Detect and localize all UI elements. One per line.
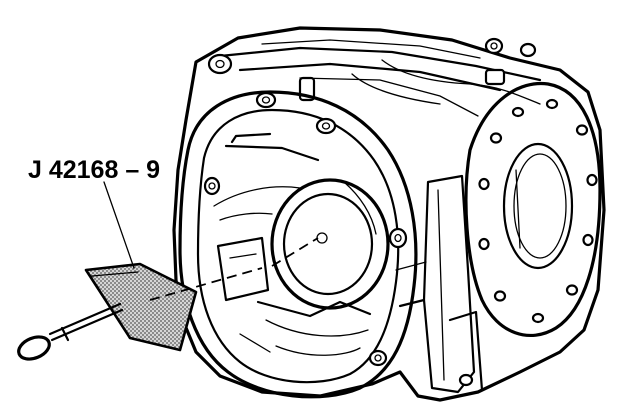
tool-screen-assembly xyxy=(17,262,198,361)
bell-housing-rim xyxy=(178,90,418,399)
rear-flange-bore xyxy=(502,142,574,270)
tool-screen-plate xyxy=(84,262,198,352)
callout-leader-line xyxy=(103,181,135,269)
center-bore-outer xyxy=(270,178,390,310)
rear-flange-bolt-holes xyxy=(478,98,598,324)
top-bolt-bosses xyxy=(207,37,537,102)
center-bore-inner xyxy=(282,192,374,296)
installation-path-line xyxy=(149,237,319,301)
bell-housing-bolt-lugs xyxy=(203,91,408,367)
lower-case-section xyxy=(395,174,484,394)
tool-callout-label: J 42168 – 9 xyxy=(28,156,160,184)
bell-housing-face xyxy=(178,90,418,399)
rear-flange xyxy=(464,81,602,337)
tool-ring-handle xyxy=(17,335,51,361)
tool-handle-rod xyxy=(48,302,122,336)
